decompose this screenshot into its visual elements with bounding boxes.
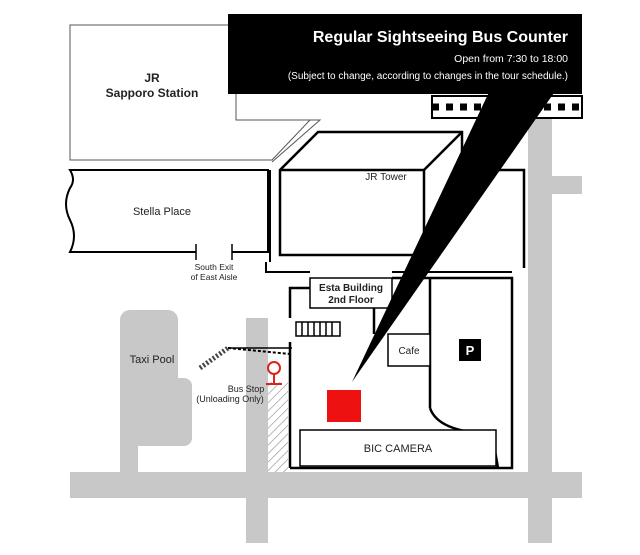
- jr-label-line2: Sapporo Station: [106, 86, 199, 100]
- hatched-sidewalk: [268, 382, 288, 472]
- callout-title: Regular Sightseeing Bus Counter: [313, 29, 568, 46]
- taxi-pool-stem: [120, 440, 138, 475]
- taxi-pool-label: Taxi Pool: [130, 354, 175, 366]
- cafe-label: Cafe: [398, 346, 420, 357]
- road-horizontal-bottom: [70, 472, 582, 498]
- south-exit-label-line2: of East Aisle: [191, 272, 238, 282]
- station-edge-line: [236, 119, 322, 163]
- stella-place-label: Stella Place: [133, 206, 191, 218]
- callout-hours: Open from 7:30 to 18:00: [454, 53, 568, 65]
- bus-counter-marker: [327, 390, 361, 422]
- esta-label-box: [309, 277, 393, 309]
- callout-note: (Subject to change, according to changes…: [288, 71, 568, 82]
- jr-tower-label: JR Tower: [365, 172, 407, 183]
- roads: [70, 118, 582, 543]
- callout-pointer: [352, 90, 556, 382]
- esta-label-line1: Esta Building: [319, 283, 383, 294]
- parking-label: P: [466, 343, 475, 358]
- south-exit-label-line1: South Exit: [195, 262, 234, 272]
- walkway: [198, 345, 292, 371]
- cafe-box: [387, 333, 431, 367]
- bic-camera-label: BIC CAMERA: [364, 443, 433, 455]
- stella-place-building: [65, 169, 271, 262]
- taxi-pool-lower: [120, 378, 192, 446]
- esta-label-line2: 2nd Floor: [328, 295, 374, 306]
- callout-box: [228, 14, 582, 94]
- bus-stop-label-line1: Bus Stop: [228, 384, 265, 394]
- bus-stop-icon: [266, 361, 282, 385]
- bus-stop-label-line2: (Unloading Only): [196, 394, 264, 404]
- stairs: [295, 321, 341, 337]
- bic-camera-box: [299, 429, 497, 467]
- jr-label-line1: JR: [144, 71, 160, 85]
- road-right-spur: [546, 176, 582, 194]
- parking-icon: [459, 339, 481, 361]
- road-left-vertical: [246, 318, 268, 543]
- corridor-outline: [265, 262, 512, 273]
